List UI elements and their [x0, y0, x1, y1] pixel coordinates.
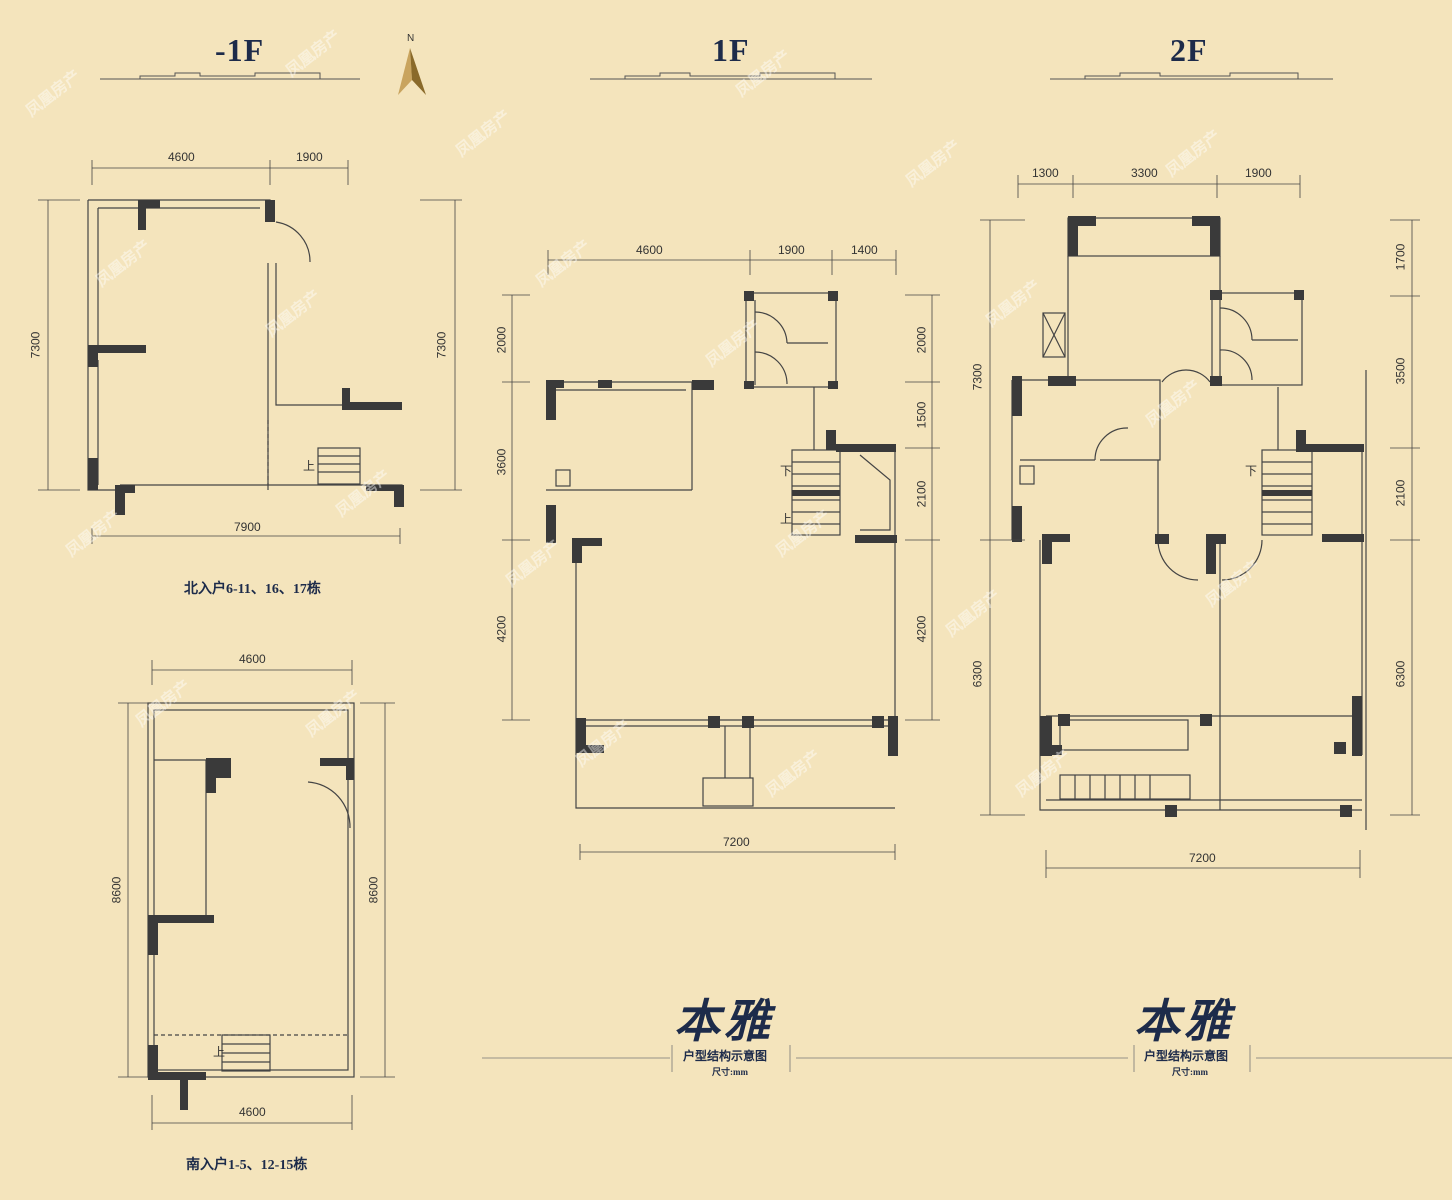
floor-title-b1: -1F: [215, 32, 265, 68]
dim-2f-top-2: 1900: [1245, 166, 1272, 180]
plan-b1-north: [87, 199, 403, 515]
brand-name-1: 本雅: [674, 994, 774, 1048]
dim-b1-top-0: 4600: [168, 150, 195, 164]
dim-s-bottom: 4600: [239, 1105, 266, 1119]
dim-1f-right-3: 4200: [914, 615, 929, 643]
dim-1f-top-0: 4600: [636, 243, 663, 257]
caption-south-entry: 南入户1-5、12-15栋: [186, 1158, 308, 1173]
plan-2f: [1011, 217, 1367, 830]
dim-2f-left-1: 6300: [970, 660, 985, 688]
caption-north-entry: 北入户6-11、16、17栋: [184, 582, 321, 597]
dim-b1-bottom: 7900: [234, 520, 261, 534]
stair-down-1f: 下: [780, 464, 793, 478]
dim-s-right: 8600: [366, 876, 381, 904]
dim-1f-left-0: 2000: [494, 326, 509, 354]
dim-1f-right-0: 2000: [914, 326, 929, 354]
dim-b1-left: 7300: [28, 331, 43, 359]
compass-north-label: N: [407, 33, 415, 44]
dim-b1-top-1: 1900: [296, 150, 323, 164]
walls-b1: [88, 200, 404, 515]
brand-name-2: 本雅: [1134, 994, 1234, 1048]
stair-up-s: 上: [213, 1045, 226, 1059]
walls-2f: [1012, 216, 1364, 817]
plan-1f: [546, 292, 896, 809]
dim-2f-right-3: 6300: [1393, 660, 1408, 688]
brand-rules: [482, 1045, 1452, 1072]
floor-title-2f: 2F: [1170, 32, 1208, 68]
dim-b1-right: 7300: [434, 331, 449, 359]
stair-up-b1: 上: [303, 459, 316, 473]
dim-2f-right-2: 2100: [1393, 479, 1408, 507]
dim-1f-top-2: 1400: [851, 243, 878, 257]
dim-1f-right-1: 1500: [914, 401, 929, 429]
dim-2f-top-0: 1300: [1032, 166, 1059, 180]
dim-2f-right-0: 1700: [1393, 243, 1408, 271]
brand-unit-1: 尺寸:mm: [712, 1067, 748, 1077]
dim-2f-left-0: 7300: [970, 363, 985, 391]
dim-1f-right-2: 2100: [914, 480, 929, 508]
dim-s-left: 8600: [109, 876, 124, 904]
dims-b1: [38, 160, 462, 544]
dim-2f-right-1: 3500: [1393, 357, 1408, 385]
walls-1f: [546, 291, 898, 756]
dim-1f-top-1: 1900: [778, 243, 805, 257]
dim-1f-bottom: 7200: [723, 835, 750, 849]
dim-1f-left-1: 3600: [494, 448, 509, 476]
dims-2f: [980, 175, 1420, 878]
plan-b1-south: [147, 702, 355, 1078]
compass-icon: [398, 48, 426, 95]
brand-subtitle-1: 户型结构示意图: [683, 1049, 768, 1063]
dims-b1-south: [118, 660, 395, 1130]
dim-2f-top-1: 3300: [1131, 166, 1158, 180]
brand-subtitle-2: 户型结构示意图: [1144, 1049, 1229, 1063]
stair-down-2f: 下: [1245, 464, 1258, 478]
floor-title-1f: 1F: [712, 32, 750, 68]
dim-1f-left-2: 4200: [494, 615, 509, 643]
brand-unit-2: 尺寸:mm: [1172, 1067, 1208, 1077]
dim-s-top: 4600: [239, 652, 266, 666]
dims-1f: [502, 250, 940, 860]
stair-up-1f: 上: [780, 512, 793, 526]
dim-2f-bottom: 7200: [1189, 851, 1216, 865]
walls-b1-south: [148, 758, 354, 1110]
